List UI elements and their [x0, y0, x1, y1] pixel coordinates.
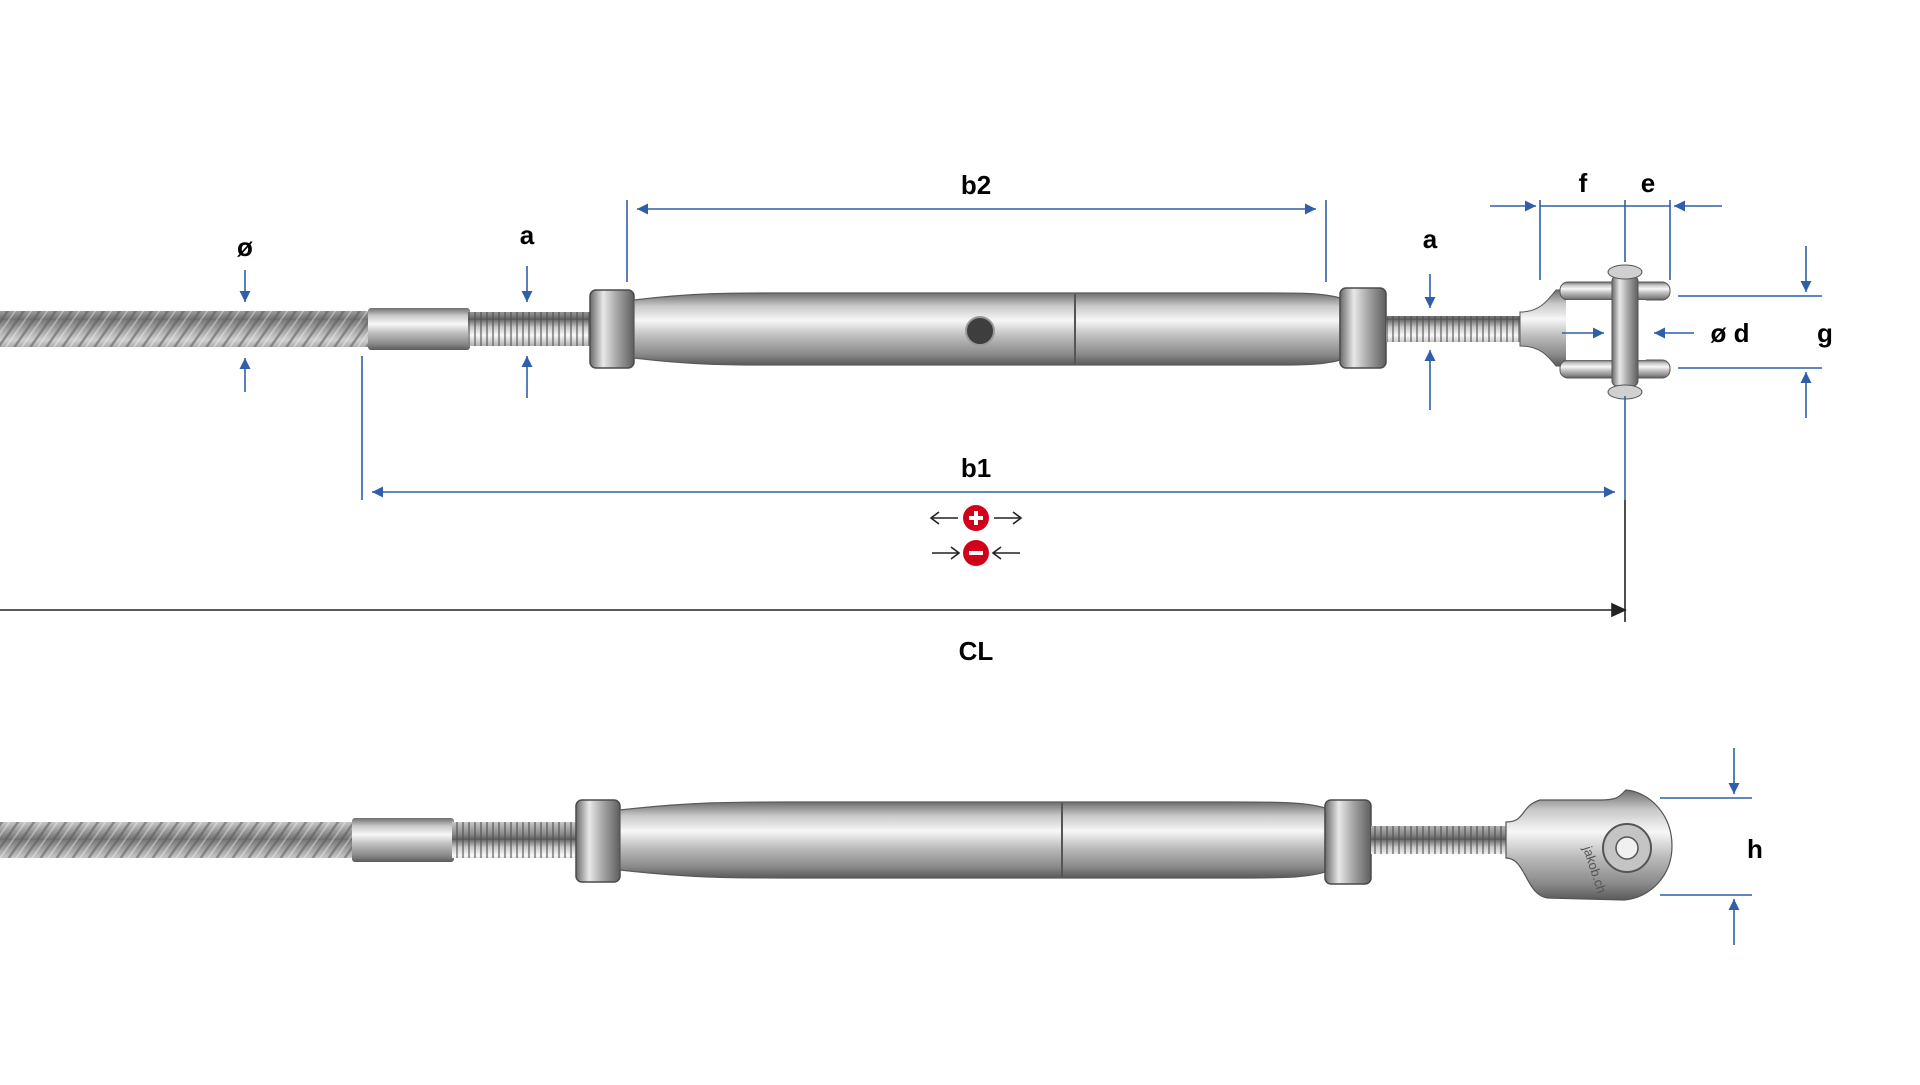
minus-right-arrowhead: [991, 546, 1002, 560]
left-lock-nut: [589, 289, 635, 369]
swage-sleeve: [352, 818, 454, 862]
turnbuckle-body: [619, 801, 1326, 879]
left-thread: [468, 312, 592, 346]
swage-sleeve: [368, 308, 470, 350]
clevis-pin: [1611, 275, 1639, 387]
diameter-label: ø: [237, 232, 253, 262]
minus-left-arrowhead: [950, 546, 961, 560]
b2-label: b2: [961, 170, 991, 200]
h-label: h: [1747, 834, 1763, 864]
e-label: e: [1641, 168, 1655, 198]
pin-diameter-label: ø d: [1711, 318, 1750, 348]
b1-label: b1: [961, 453, 991, 483]
top-turnbuckle: [0, 264, 1671, 400]
eye-hole: [1615, 836, 1639, 860]
pin-head-top: [1607, 264, 1643, 280]
f-label: f: [1579, 168, 1588, 198]
plus-circle-icon: [963, 505, 989, 531]
cl-label: CL: [959, 636, 994, 666]
wire-rope: [0, 311, 370, 347]
a-left-label: a: [520, 220, 535, 250]
body-hole: [965, 316, 995, 346]
cl-arrowhead: [1611, 602, 1627, 618]
g-label: g: [1817, 318, 1833, 348]
left-thread: [452, 822, 578, 858]
right-thread: [1386, 316, 1522, 342]
wire-rope: [0, 822, 355, 858]
plus-left-arrowhead: [929, 511, 940, 525]
left-lock-nut: [575, 799, 621, 883]
right-lock-nut: [1324, 799, 1372, 885]
cl-dimension: [0, 500, 1627, 622]
tension-indicator: [929, 505, 1023, 566]
a-right-label: a: [1423, 224, 1438, 254]
dimension-lines: [239, 200, 1822, 945]
right-lock-nut: [1339, 287, 1387, 369]
minus-circle-icon: [963, 540, 989, 566]
bottom-turnbuckle: jakob.ch: [0, 789, 1673, 901]
right-thread: [1371, 826, 1509, 854]
plus-right-arrowhead: [1012, 511, 1023, 525]
fork-neck: [1519, 289, 1569, 367]
